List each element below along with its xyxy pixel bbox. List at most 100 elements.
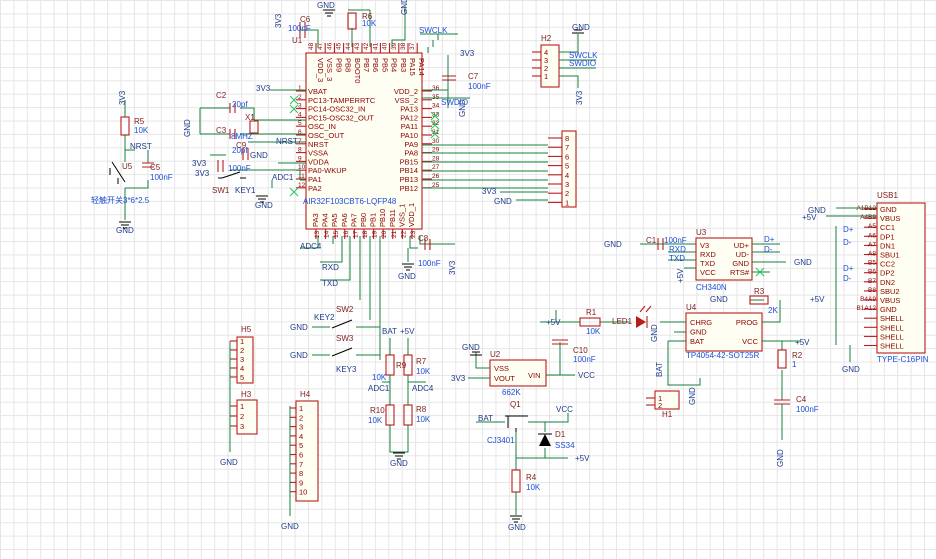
c3-capacitor[interactable]: C3 8MHZ <box>216 126 253 141</box>
u1-pinno-bottom-7: 19 <box>372 230 379 238</box>
x1-crystal[interactable]: X1 <box>245 113 259 134</box>
net-dp-u3: D+ <box>764 235 775 244</box>
usb1-pin-7: CC2 <box>880 260 895 269</box>
u3-pin-left-3: TXD <box>700 259 716 268</box>
r10-resistor[interactable]: R10 10K <box>368 404 395 426</box>
r7-resistor[interactable]: R7 10K <box>403 354 431 376</box>
u1-pinno-left-2: 2 <box>298 94 302 101</box>
net-dm-usb1: D- <box>843 238 852 247</box>
h1-header[interactable]: H1 12 <box>646 390 680 419</box>
conn10-pins-3: 3 <box>299 423 303 432</box>
r3-resistor[interactable]: R3 2K <box>749 287 778 315</box>
net-gnd-u3r: GND <box>794 258 812 267</box>
d1-diode[interactable]: D1 SS34 <box>538 430 575 450</box>
usb1-pin-13: SHELL <box>880 314 904 323</box>
u1-pinno-left-5: 5 <box>298 120 302 127</box>
c2-capacitor[interactable]: C2 20pf <box>216 91 248 113</box>
x1-ref: X1 <box>245 113 255 122</box>
net-dp-usb1: D+ <box>843 225 854 234</box>
u3-ref: U3 <box>696 228 707 237</box>
conn4-pins-2: 3 <box>544 56 548 65</box>
q1-ref: Q1 <box>510 400 521 409</box>
u1-pin-left-6: OSC_OUT <box>308 131 345 140</box>
u1-pin-right-3: PA13 <box>400 105 418 114</box>
u4-ref: U4 <box>686 303 697 312</box>
u2-pin-vss: VSS <box>494 364 509 373</box>
h3-header[interactable]: H3 123 <box>230 390 258 435</box>
u1-pinno-top-3: 46 <box>326 42 333 50</box>
c5-capacitor[interactable]: C5 100nF <box>142 162 173 182</box>
h4-ref: H4 <box>300 390 311 399</box>
usb1-pin-4: DP1 <box>880 232 895 241</box>
net-rxd-u1: RXD <box>322 263 339 272</box>
c9-capacitor[interactable]: C9 20pf <box>232 141 249 160</box>
sw2-switch[interactable]: SW2 <box>331 305 354 329</box>
usb1-pinno-2: A4B9 <box>860 214 876 221</box>
conn10-pins-1: 1 <box>299 404 303 413</box>
net-gnd-sw3: GND <box>290 351 308 360</box>
u1-pinno-top-11: 38 <box>400 42 407 50</box>
net-gnd-u2: GND <box>462 343 480 352</box>
q1-mosfet[interactable]: Q1 CJ3401 <box>487 400 528 445</box>
u1-pin-top-9: PB4 <box>390 58 399 72</box>
r9-resistor[interactable]: R9 10K <box>372 354 407 382</box>
u1-pinno-right-12: 25 <box>432 182 440 189</box>
net-vcc-q1: VCC <box>556 405 573 414</box>
net-gnd-conn8: GND <box>494 197 512 206</box>
r5-resistor[interactable]: R5 10K <box>120 116 149 136</box>
c10k-capacitor[interactable]: 100nF <box>217 160 251 173</box>
c4-capacitor[interactable]: C4 100nF <box>774 395 819 414</box>
net-gnd-h3: GND <box>220 458 238 467</box>
led1-diode[interactable]: LED1 <box>612 305 652 328</box>
u1-pin-left-2: PC13-TAMPERRTC <box>308 96 376 105</box>
sw1-switch[interactable]: SW1 <box>212 171 246 195</box>
c6-capacitor[interactable]: C6 100nF <box>288 15 311 38</box>
r1-resistor[interactable]: R1 10K <box>579 308 601 336</box>
r2-resistor[interactable]: R2 1 <box>777 349 803 369</box>
net-5v-u3: +5V <box>676 268 685 283</box>
net-5v-div: +5V <box>400 327 415 336</box>
c8-capacitor[interactable]: C8 100nF <box>418 234 441 268</box>
net-adc4-u1: ADC4 <box>300 242 322 251</box>
c10-capacitor[interactable]: C10 100nF <box>552 339 596 364</box>
u1-pin-right-12: PB12 <box>400 184 418 193</box>
c1-capacitor[interactable]: C1 100nF <box>646 236 687 250</box>
r4-resistor[interactable]: R4 10K <box>511 469 541 493</box>
u2-ref: U2 <box>490 350 501 359</box>
conn10-pins-7: 7 <box>299 460 303 469</box>
net-gnd-div: GND <box>390 459 408 468</box>
c7-capacitor[interactable]: C7 100nF <box>442 72 491 91</box>
net-gnd-r3: GND <box>710 295 728 304</box>
u1-pinno-left-1: 1 <box>298 85 302 92</box>
conn8-pins-5: 4 <box>565 171 569 180</box>
u1-pin-left-10: PA0-WKUP <box>308 166 347 175</box>
u1-pin-right-5: PA11 <box>401 122 418 131</box>
r8-resistor[interactable]: R8 10K <box>403 404 431 426</box>
h3-ref: H3 <box>241 390 252 399</box>
net-txd-u3: TXD <box>669 254 685 263</box>
u2-ldo[interactable]: U2 662K VSS VOUT VIN <box>489 350 547 397</box>
u1-pinno-left-4: 4 <box>298 111 302 118</box>
usb1-pinno-4: A6 <box>868 232 876 239</box>
r6-resistor[interactable]: R6 10K <box>347 12 377 30</box>
net-3v3-u2: 3V3 <box>451 374 466 383</box>
net-3v3-reset: 3V3 <box>118 90 127 105</box>
conn3-pins-1: 1 <box>240 402 244 411</box>
net-5v-usb: +5V <box>802 213 817 222</box>
u1-pinno-bottom-11: 23 <box>410 230 417 238</box>
u1-mcu[interactable]: U1 AIR32F103CBT6-LQFP48 VBAT1PC13-TAMPER… <box>292 36 440 239</box>
r7-ref: R7 <box>416 357 427 366</box>
usb1-typec[interactable]: USB1 TYPE-C16PIN GNDA1B12VBUSA4B9CC1A5DP… <box>856 191 928 364</box>
sw3-switch[interactable]: SW3 <box>331 334 354 357</box>
u5-switch[interactable]: U5 <box>109 161 133 184</box>
u1-pin-top-5: BOOT0 <box>353 58 362 83</box>
c3-value: 8MHZ <box>231 132 253 141</box>
u1-pinno-top-8: 41 <box>372 42 379 50</box>
